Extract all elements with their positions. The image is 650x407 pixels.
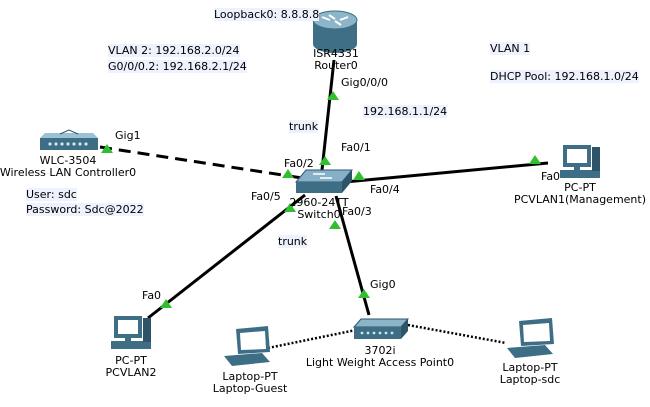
switch-name: Switch0: [297, 208, 341, 221]
port-switch-fa03: Fa0/3: [342, 205, 372, 218]
switch-icon[interactable]: [294, 169, 354, 193]
link-up-marker: [329, 220, 341, 229]
ap-label[interactable]: 3702i Light Weight Access Point0: [305, 345, 455, 369]
wlc-icon[interactable]: [40, 129, 98, 150]
wlc-label[interactable]: WLC-3504 Wireless LAN Controller0: [0, 155, 138, 179]
port-pc-vlan2-fa0: Fa0: [142, 289, 162, 302]
link-up-marker: [358, 289, 370, 298]
note-loopback: Loopback0: 8.8.8.8: [214, 8, 320, 21]
port-router-gig000: Gig0/0/0: [341, 76, 388, 89]
port-switch-fa01: Fa0/1: [341, 141, 371, 154]
laptop-sdc-model: Laptop-PT: [502, 361, 558, 374]
pc-mgmt-icon[interactable]: [560, 145, 600, 178]
link-up-marker: [529, 155, 541, 164]
note-vlan1-title: VLAN 1: [490, 42, 531, 55]
laptop-guest-model: Laptop-PT: [222, 370, 278, 383]
link-up-marker: [284, 203, 296, 212]
link-up-marker: [353, 171, 365, 180]
switch-label[interactable]: 2960-24TT Switch0: [279, 197, 359, 221]
ap-model: 3702i: [364, 344, 396, 357]
router-model: ISR4331: [313, 47, 359, 60]
link-up-marker: [319, 156, 331, 165]
note-router-ip: 192.168.1.1/24: [363, 105, 448, 118]
pc-vlan2-model: PC-PT: [115, 354, 147, 367]
pc-mgmt-label[interactable]: PC-PT PCVLAN1(Management): [510, 182, 650, 206]
port-wlc-gig1: Gig1: [115, 129, 141, 142]
note-trunk-lower: trunk: [278, 235, 308, 248]
link-up-marker: [282, 169, 294, 178]
note-vlan2-gateway: G0/0/0.2: 192.168.2.1/24: [108, 60, 247, 73]
note-password: Password: Sdc@2022: [26, 203, 144, 216]
link-up-marker: [160, 299, 172, 308]
link-wlc-switch[interactable]: [99, 145, 303, 180]
link-router-switch[interactable]: [320, 59, 336, 171]
link-status-markers: [101, 91, 541, 308]
link-up-marker: [327, 91, 339, 100]
access-point-icon[interactable]: [352, 318, 410, 339]
link-switch-pc-mgmt[interactable]: [344, 161, 549, 184]
router-label[interactable]: ISR4331 Router0: [296, 48, 376, 72]
port-switch-fa05: Fa0/5: [251, 190, 281, 203]
port-switch-fa02: Fa0/2: [284, 157, 314, 170]
switch-model: 2960-24TT: [289, 196, 349, 209]
link-switch-pc-vlan2[interactable]: [147, 193, 306, 320]
laptop-guest-name: Laptop-Guest: [212, 382, 288, 395]
pc-vlan2-icon[interactable]: [111, 316, 151, 349]
pc-mgmt-model: PC-PT: [564, 181, 596, 194]
wireless-link-sdc: [407, 323, 507, 345]
note-trunk-upper: trunk: [289, 120, 319, 133]
laptop-guest-icon[interactable]: [224, 326, 270, 366]
note-user: User: sdc: [26, 188, 77, 201]
note-vlan2-subnet: VLAN 2: 192.168.2.0/24: [108, 44, 240, 57]
router-icon[interactable]: [312, 10, 358, 53]
note-dhcp-pool: DHCP Pool: 192.168.1.0/24: [490, 70, 639, 83]
wireless-link-guest: [267, 328, 357, 350]
router-name: Router0: [314, 59, 358, 72]
laptop-sdc-name: Laptop-sdc: [499, 373, 561, 386]
wlc-name: Wireless LAN Controller0: [0, 166, 137, 179]
laptop-sdc-label[interactable]: Laptop-PT Laptop-sdc: [485, 362, 575, 386]
laptop-sdc-icon[interactable]: [507, 318, 554, 358]
laptop-guest-label[interactable]: Laptop-PT Laptop-Guest: [205, 371, 295, 395]
port-ap-gig0: Gig0: [370, 278, 396, 291]
pc-mgmt-name: PCVLAN1(Management): [513, 193, 647, 206]
link-up-marker: [101, 144, 113, 153]
wlc-model: WLC-3504: [39, 154, 97, 167]
pc-vlan2-label[interactable]: PC-PT PCVLAN2: [91, 355, 171, 379]
port-pc-mgmt-fa0: Fa0: [541, 170, 561, 183]
port-switch-fa04: Fa0/4: [370, 183, 400, 196]
pc-vlan2-name: PCVLAN2: [105, 366, 157, 379]
ap-name: Light Weight Access Point0: [305, 356, 455, 369]
